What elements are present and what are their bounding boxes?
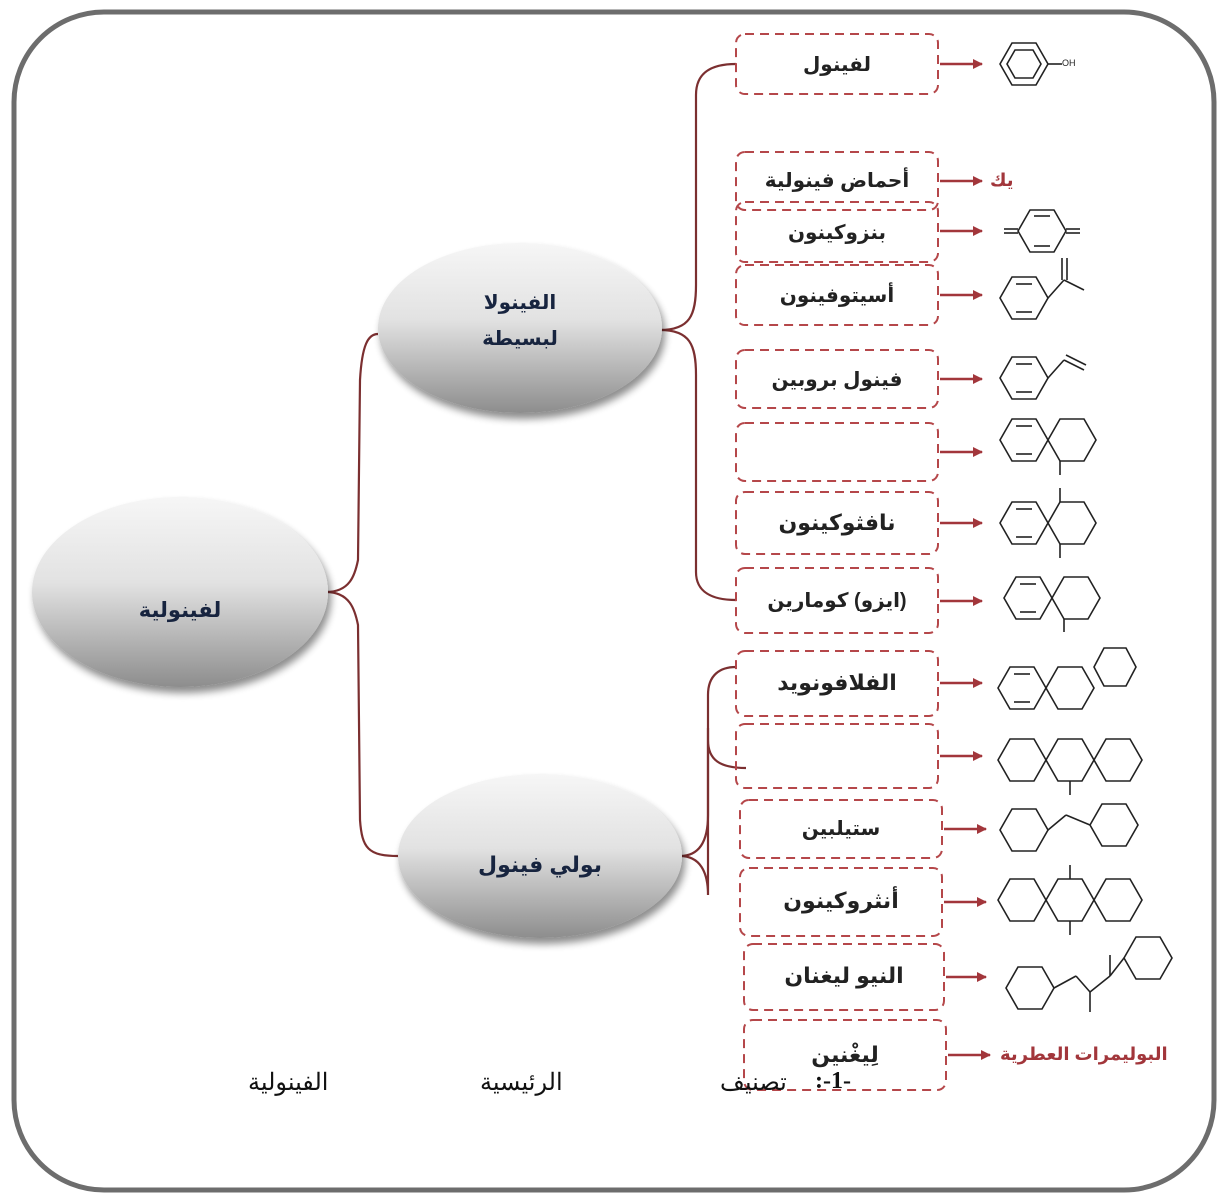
caption-word-classification: تصنيف xyxy=(720,1070,787,1096)
item-label-phenol: لفينول xyxy=(802,54,872,76)
box-acetophenone xyxy=(735,264,939,326)
item-label-lignin: لِيغْنين xyxy=(811,1042,879,1067)
box-benzoquinone xyxy=(735,201,939,263)
box-anthraquinone xyxy=(739,867,943,937)
box-phenol xyxy=(735,33,939,95)
phenylpropene-icon xyxy=(999,354,1087,400)
box-neolignan-2 xyxy=(743,943,945,1011)
group-simple-line1: الفينولا xyxy=(483,292,557,314)
xanthone-icon xyxy=(997,738,1143,795)
benzoquinone-icon xyxy=(1004,209,1080,253)
acetophenone-icon xyxy=(999,258,1085,320)
item-label-naphthoquinone: نافثوكينون xyxy=(778,510,896,535)
group-node-simple xyxy=(378,243,662,413)
arrows xyxy=(940,59,991,1060)
box-chromone xyxy=(735,422,939,482)
group-node-poly xyxy=(398,774,682,938)
box-stilbene xyxy=(739,799,943,859)
box-lignin xyxy=(743,1019,947,1091)
anthraquinone-icon xyxy=(997,865,1143,935)
root-node xyxy=(32,497,328,687)
item-label-phenolic-acids: أحماض فينولية xyxy=(764,170,910,192)
box-phenolic-acids xyxy=(735,151,939,211)
stilbene-icon xyxy=(999,803,1139,852)
item-label-benzoquinone: بنزوكينون xyxy=(787,222,887,244)
item-label-anthraquinone: أنثروكينون xyxy=(783,888,899,913)
box-naphthoquinone xyxy=(735,491,939,555)
neolignan-icon xyxy=(1005,936,1173,1012)
item-label-stilbene: ستيلبين xyxy=(801,818,881,840)
root-label: لفينولية xyxy=(138,599,222,622)
item-label-phenylpropene: فينول بروبين xyxy=(771,369,903,391)
isocoumarin-icon xyxy=(1003,576,1101,632)
chemical-structures xyxy=(997,42,1173,1012)
caption-number: -1-: xyxy=(815,1068,851,1094)
chromone-icon xyxy=(999,418,1097,475)
lignin-structure-text: البوليمرات العطرية xyxy=(1000,1044,1168,1064)
caption-word-phenolic: الفينولية xyxy=(248,1070,329,1096)
box-isocoumarin xyxy=(735,567,939,634)
item-label-neolignan: النيو ليغنان xyxy=(784,963,904,988)
caption-word-main: الرئيسية xyxy=(480,1070,563,1096)
item-label-isocoumarin: (ايزو) كومارين xyxy=(767,590,907,612)
phenol-icon xyxy=(999,42,1062,86)
phenol-oh-label: OH xyxy=(1062,58,1076,68)
item-label-acetophenone: أسيتوفينون xyxy=(779,285,895,307)
naphthoquinone-icon xyxy=(999,488,1097,558)
group-simple-line2: لبسيطة xyxy=(482,328,558,350)
flavanone-icon xyxy=(997,647,1137,710)
category-boxes xyxy=(735,33,947,1091)
outer-frame xyxy=(11,9,1217,1193)
connectors xyxy=(325,62,747,896)
box-phenylpropene xyxy=(735,349,939,409)
phenolic-acids-structure-text: يك xyxy=(990,170,1014,190)
group-poly-label: بولي فينول xyxy=(478,852,602,877)
box-xanthone xyxy=(735,723,939,789)
box-flavonoid xyxy=(735,650,939,717)
item-label-flavonoid: الفلافونويد xyxy=(777,670,897,695)
